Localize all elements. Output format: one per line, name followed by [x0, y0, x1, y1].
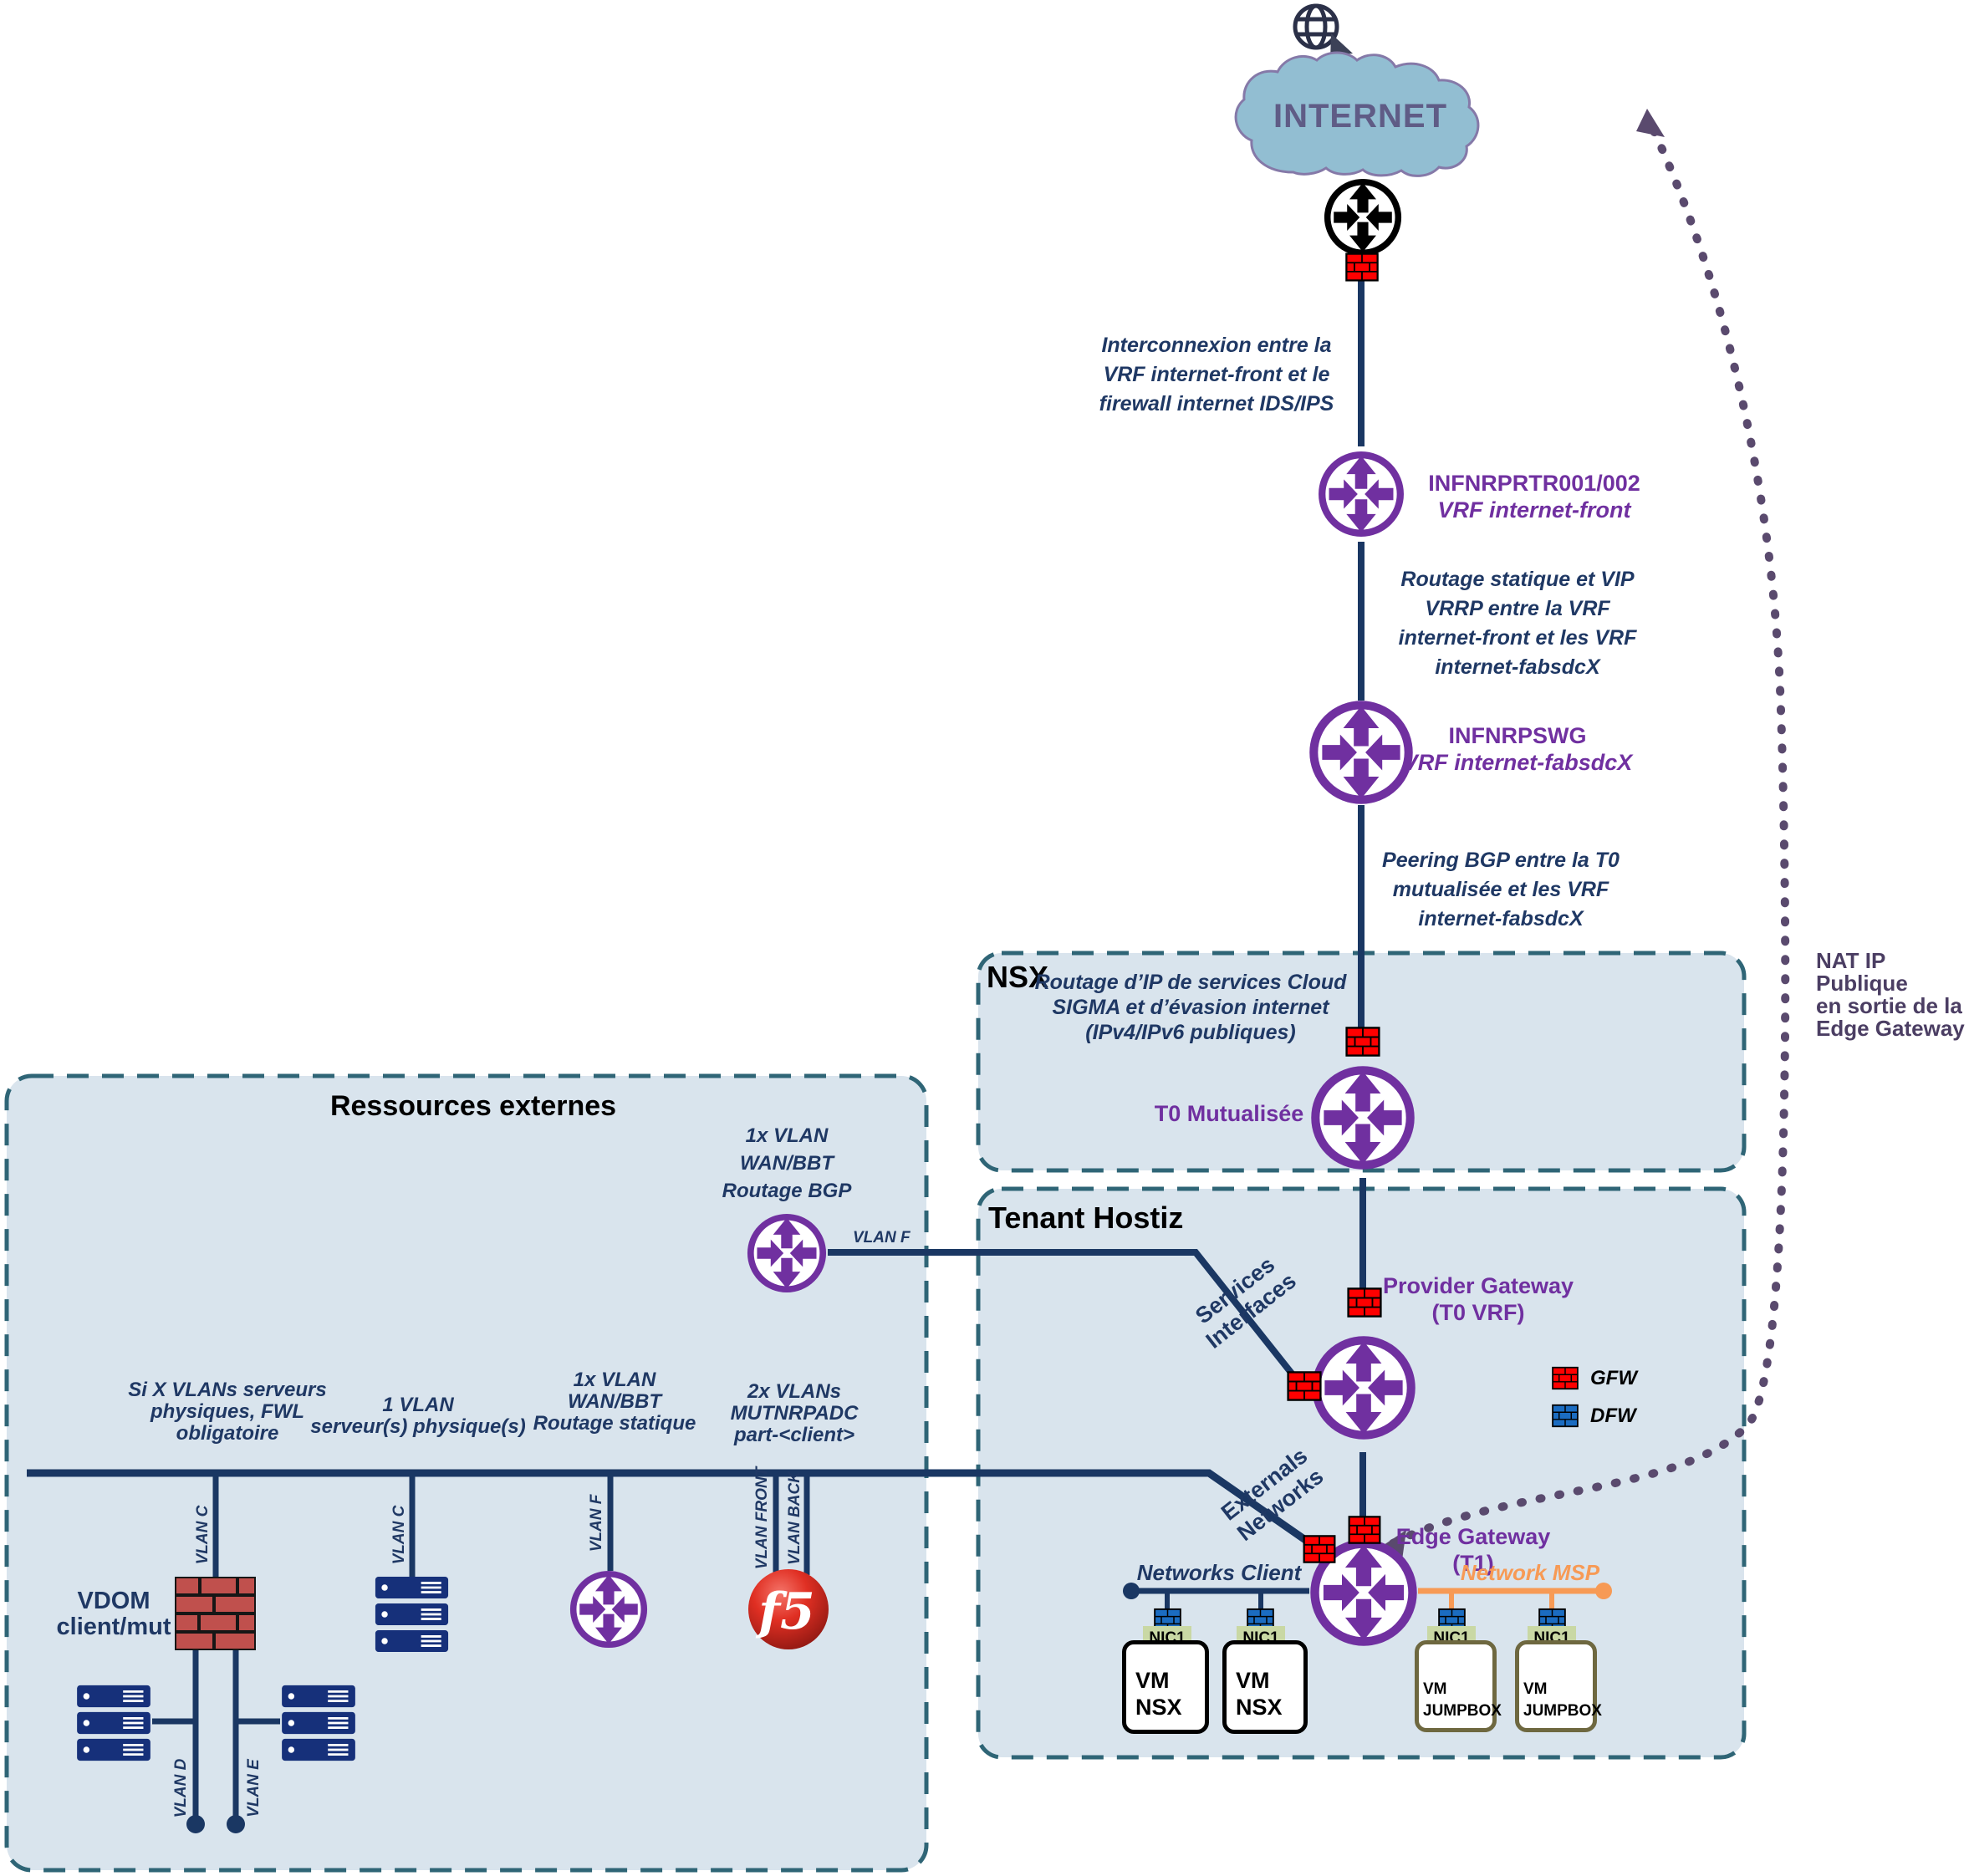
- legend-gfw-icon: [1552, 1366, 1579, 1390]
- router1-vrf: VRF internet-front: [1437, 497, 1631, 523]
- bgp-wan-router-icon: [751, 1217, 823, 1289]
- vm-jumpbox-1-label: VM JUMPBOX: [1423, 1680, 1502, 1720]
- t0-firewall-icon: [1345, 1027, 1380, 1057]
- vlan-c1-tag: VLAN C: [194, 1505, 212, 1565]
- msp-links: [1418, 1588, 1604, 1608]
- router2-vrf: VRF internet-fabsdcX: [1402, 750, 1633, 775]
- vlan-f-router-icon: [574, 1574, 645, 1645]
- f5-logo-text: f5: [755, 1583, 815, 1641]
- t0-mutualisee-router-icon: [1315, 1070, 1410, 1165]
- col1-note: Si X VLANs serveurs physiques, FWL oblig…: [128, 1379, 327, 1445]
- msp-line-endpoint: [1595, 1583, 1612, 1599]
- vlan-d-tag: VLAN D: [172, 1758, 190, 1818]
- vm-jumpbox-1: [1415, 1640, 1497, 1732]
- legend-gfw-label: GFW: [1590, 1367, 1637, 1389]
- vlan-e-endpoint: [227, 1815, 245, 1833]
- internet-cloud: [1234, 51, 1480, 177]
- nsx-note: Routage d’IP de services Cloud SIGMA et …: [1034, 971, 1347, 1044]
- internet-router-icon: [1328, 182, 1399, 253]
- vlan-f-rot-tag: VLAN F: [588, 1494, 605, 1552]
- vlan-f-tag: VLAN F: [853, 1229, 911, 1246]
- tenant-title: Tenant Hostiz: [988, 1201, 1184, 1235]
- pgw-left-firewall-icon: [1287, 1371, 1322, 1401]
- provider-gateway-router-icon: [1316, 1340, 1410, 1435]
- vm-nsx-1-label: VM NSX: [1135, 1668, 1182, 1720]
- pgw-top-firewall-icon: [1347, 1287, 1382, 1318]
- edge-gateway-label: Edge Gateway (T1): [1395, 1524, 1551, 1576]
- nat-arrow: [1381, 109, 1790, 1560]
- globe-icon: [1293, 3, 1353, 68]
- egw-top-firewall-icon: [1348, 1516, 1381, 1544]
- ressources-title: Ressources externes: [329, 1090, 617, 1122]
- col4-note: 2x VLANs MUTNRPADC part-<client>: [730, 1380, 859, 1446]
- server-stack-left: [75, 1685, 152, 1761]
- t0-label: T0 Mutualisée: [1154, 1101, 1304, 1126]
- col2-note: 1 VLAN serveur(s) physique(s): [310, 1394, 526, 1438]
- network-msp-label: Network MSP: [1460, 1560, 1600, 1585]
- vm-nsx-2-label: VM NSX: [1236, 1668, 1283, 1720]
- legend-dfw-icon: [1552, 1404, 1579, 1428]
- legend-dfw-label: DFW: [1590, 1404, 1636, 1427]
- f5-logo: f5: [748, 1569, 829, 1649]
- vlan-c2-tag: VLAN C: [390, 1505, 408, 1565]
- navy-links: [27, 281, 1366, 1824]
- peering-note: Peering BGP entre la T0 mutualisée et le…: [1382, 849, 1620, 930]
- client-line-endpoint: [1123, 1583, 1140, 1599]
- networks-client-label: Networks Client: [1136, 1560, 1302, 1585]
- provider-gateway-label: Provider Gateway (T0 VRF): [1382, 1273, 1574, 1325]
- vm-jumpbox-2: [1515, 1640, 1597, 1732]
- vm-nsx-2: [1222, 1640, 1308, 1734]
- internet-label: INTERNET: [1273, 98, 1447, 135]
- router1-name: INFNRPRTR001/002: [1428, 471, 1640, 496]
- router2-name: INFNRPSWG: [1448, 723, 1587, 748]
- nsx-title: NSX: [987, 960, 1049, 994]
- internet-firewall-icon: [1345, 252, 1379, 282]
- vrf-internet-fabsdcx-router-icon: [1314, 705, 1408, 799]
- egw-left-firewall-icon: [1303, 1535, 1336, 1563]
- bgp-note: 1x VLAN WAN/BBT Routage BGP: [722, 1124, 852, 1202]
- vlan-e-tag: VLAN E: [245, 1759, 263, 1817]
- nat-note: NAT IP Publique en sortie de la Edge Gat…: [1816, 948, 1965, 1041]
- server-stack-vlanc: [375, 1576, 449, 1653]
- vlan-back-tag: VLAN BACK: [786, 1471, 803, 1565]
- interconnect-note: Interconnexion entre la VRF internet-fro…: [1099, 334, 1334, 415]
- server-stack-right: [280, 1685, 357, 1761]
- static-routing-note: Routage statique et VIP VRRP entre la VR…: [1398, 568, 1637, 679]
- vm-nsx-1: [1122, 1640, 1209, 1734]
- vlan-front-tag: VLAN FRONT: [753, 1466, 771, 1570]
- vdom-label: VDOM client/mut: [56, 1588, 171, 1640]
- vrf-internet-front-router-icon: [1322, 455, 1400, 533]
- vlan-d-endpoint: [186, 1815, 205, 1833]
- vm-jumpbox-2-label: VM JUMPBOX: [1523, 1680, 1602, 1720]
- vdom-firewall-icon: [175, 1577, 256, 1650]
- col3-note: 1x VLAN WAN/BBT Routage statique: [533, 1369, 696, 1435]
